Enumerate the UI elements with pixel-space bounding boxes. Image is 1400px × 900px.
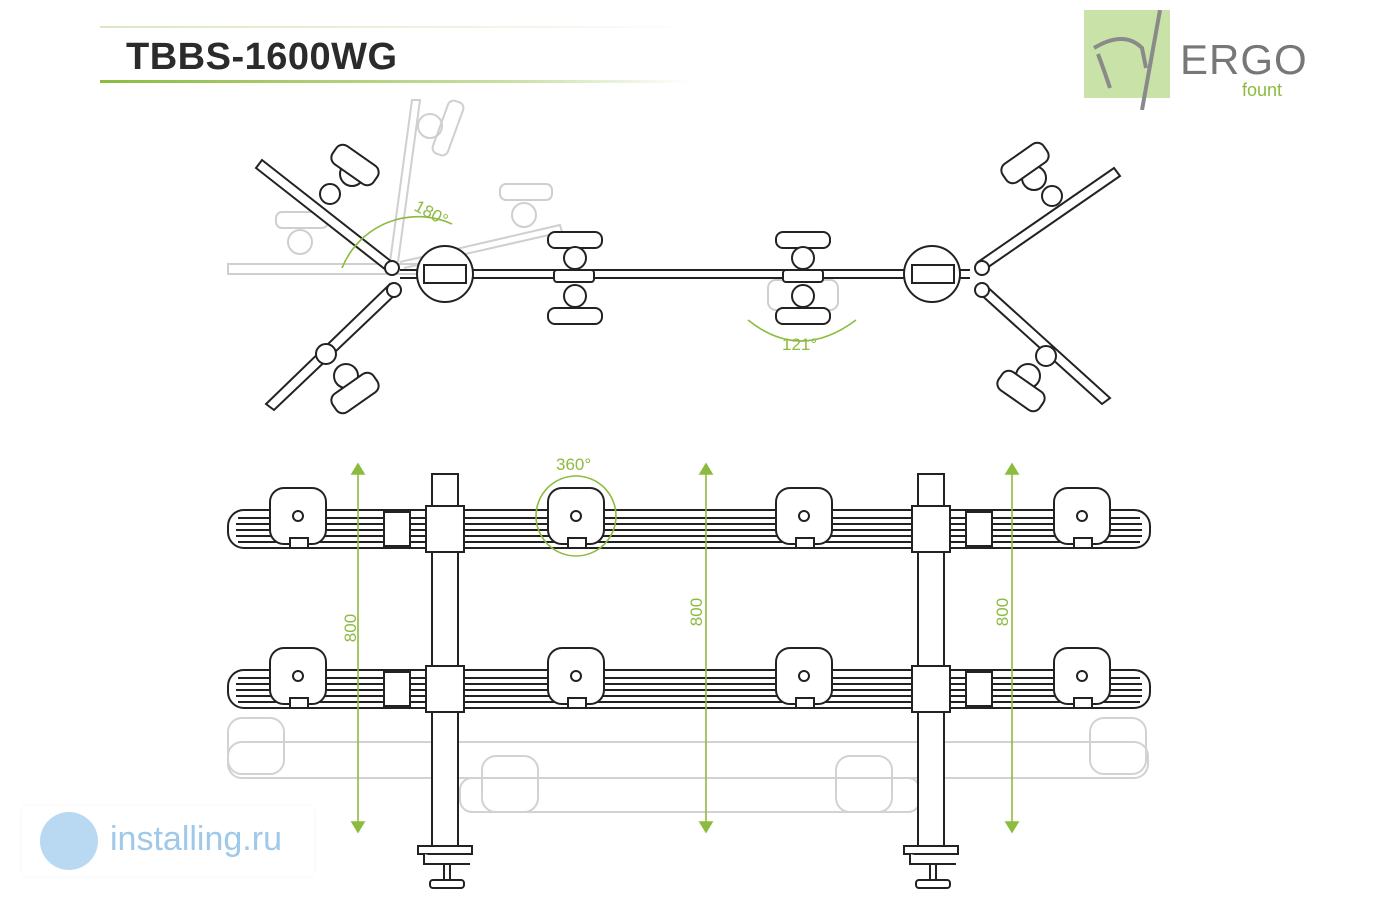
vesa-heads-top (315, 141, 1063, 415)
logo-tagline: fount (1242, 80, 1283, 100)
head-upper-left (319, 143, 380, 205)
logo-wordmark: ERGO (1180, 36, 1308, 83)
vesa-plate-2 (547, 487, 605, 549)
vesa-plate-7 (775, 647, 833, 709)
rotation-label: 360° (556, 455, 591, 474)
vesa-plate-5 (269, 647, 327, 709)
title-rule-top (100, 26, 690, 28)
head-upper-right (1000, 141, 1063, 207)
head-lower-left (315, 343, 380, 415)
angle-label-bracket: 121° (782, 335, 817, 354)
ghost-lower-rail (227, 717, 1149, 813)
title-rule-bottom (100, 80, 690, 83)
rotation-circle (535, 475, 617, 557)
vesa-plate-4 (1053, 487, 1111, 549)
page-title: TBBS-1600WG (126, 36, 398, 78)
head-center-left-down (547, 284, 603, 325)
vesa-plate-8 (1053, 647, 1111, 709)
brand-logo: ERGO fount (1084, 9, 1307, 111)
rail-upper (227, 505, 1151, 553)
desk-clamps (417, 845, 959, 889)
vesa-plate-3 (775, 487, 833, 549)
head-center-right-down (775, 284, 831, 325)
main-crossbar (400, 269, 970, 279)
vesa-plates (269, 487, 1111, 709)
watermark-icon (40, 812, 98, 870)
rail-lower (227, 665, 1151, 713)
logo-mark (1084, 9, 1170, 111)
dimension-lines (350, 462, 1020, 834)
vesa-plate-1 (269, 487, 327, 549)
head-lower-right (996, 345, 1057, 413)
vesa-plate-6 (547, 647, 605, 709)
dimension-label-center: 800 (687, 598, 706, 626)
watermark-text: installing.ru (110, 820, 282, 858)
watermark: installing.ru (22, 806, 314, 876)
dimension-label-left: 800 (341, 614, 360, 642)
dimension-label-right: 800 (993, 598, 1012, 626)
angle-arcs (341, 215, 857, 342)
head-center-left-up (547, 231, 603, 283)
head-center-right-up (775, 231, 831, 283)
